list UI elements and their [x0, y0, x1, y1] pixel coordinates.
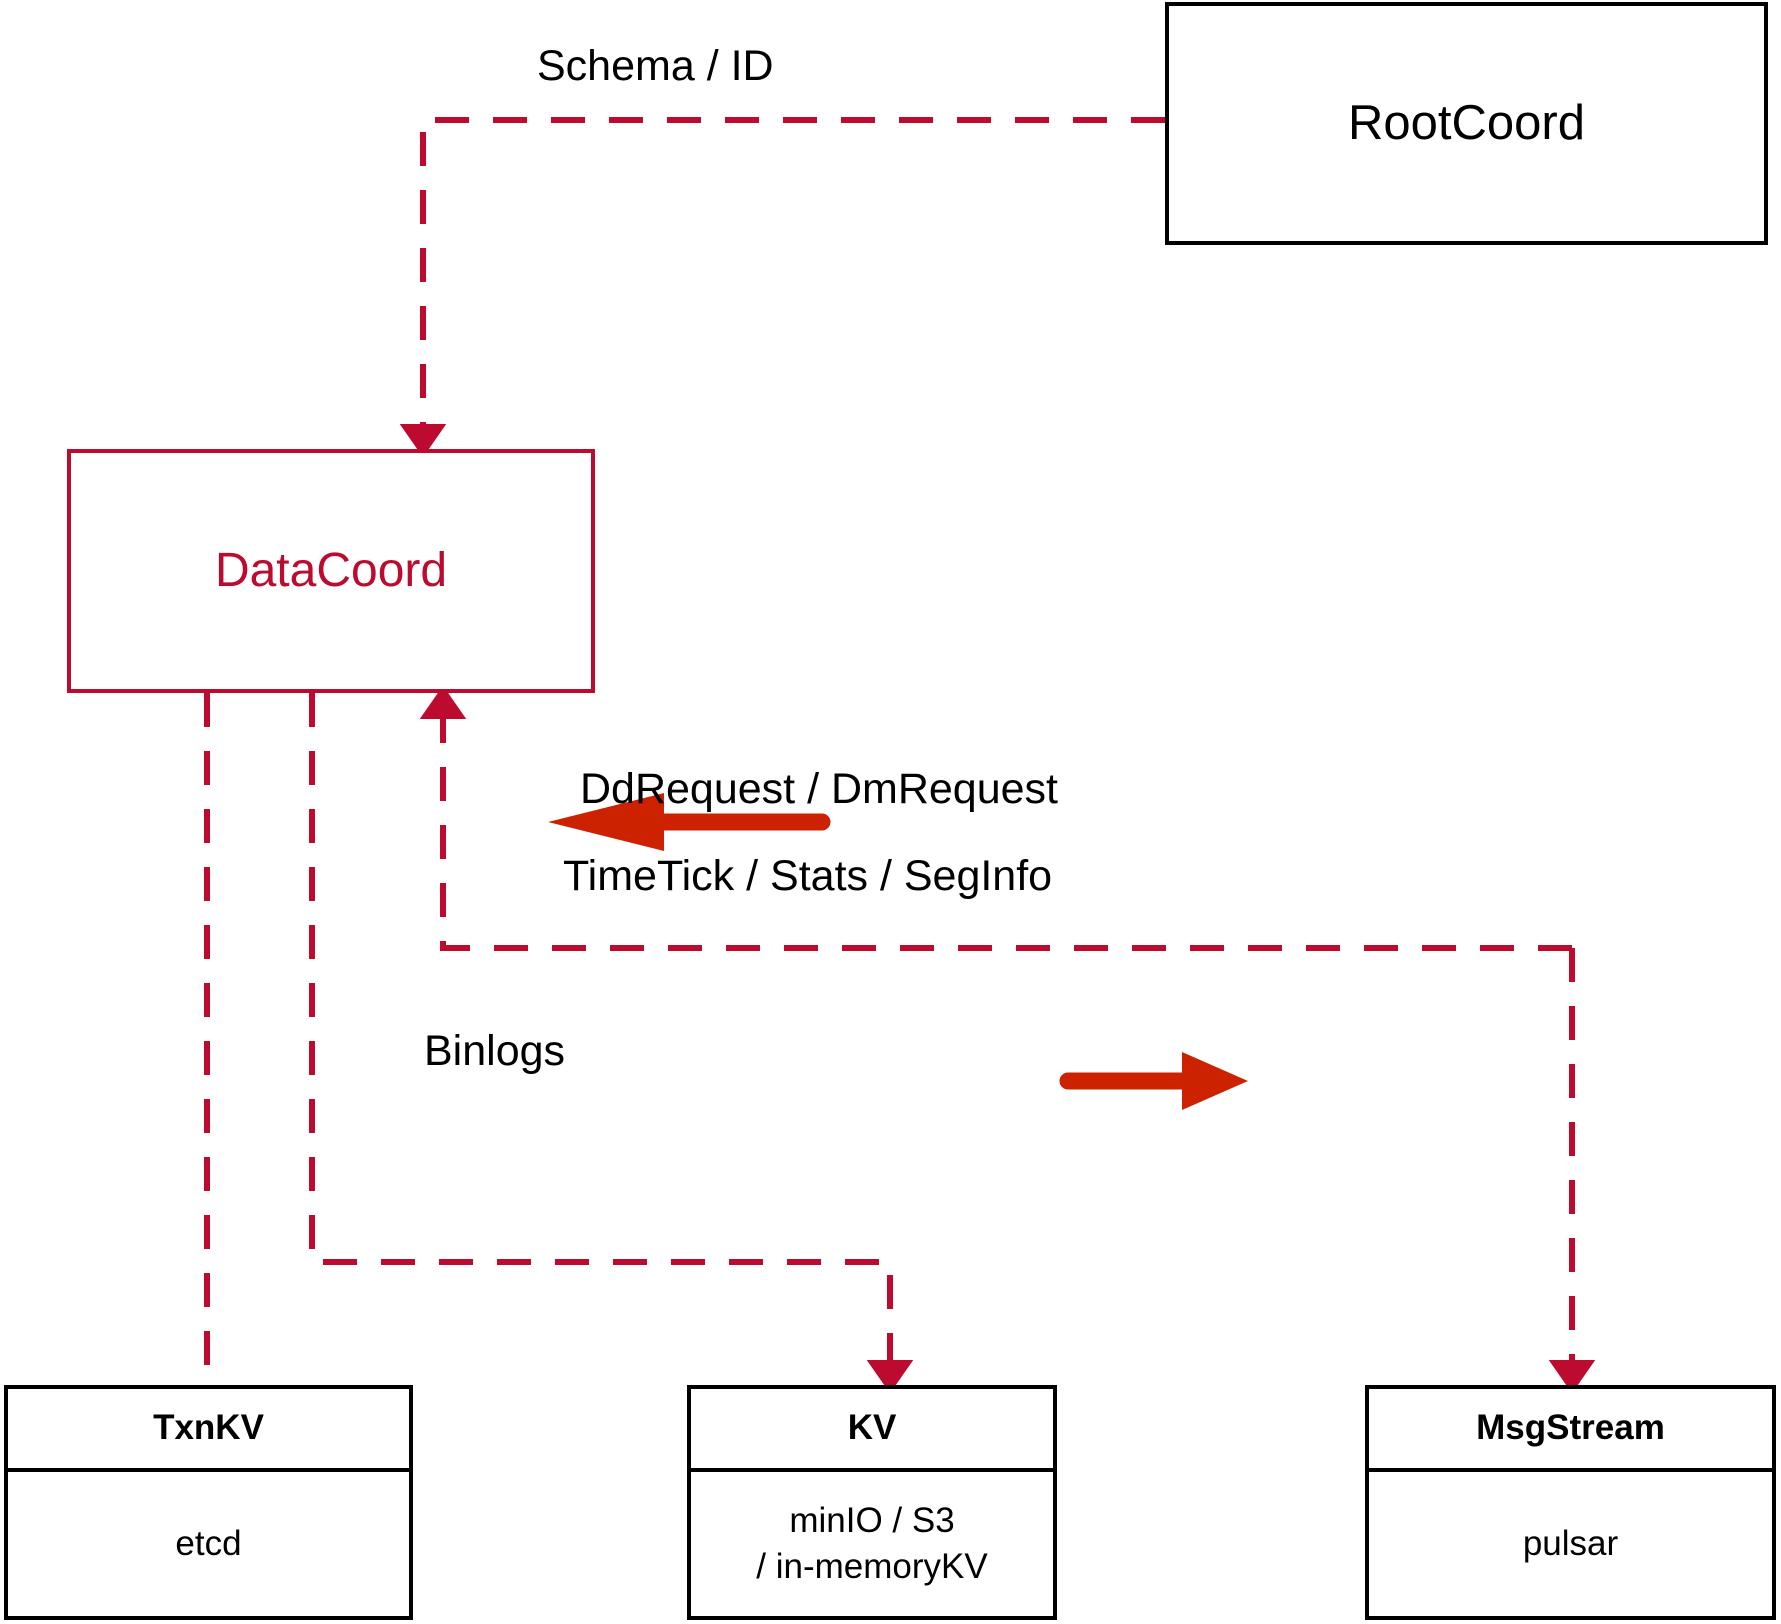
- right-arrow-marker: [1059, 1052, 1248, 1110]
- edge-label-schema-id: Schema / ID: [537, 42, 774, 90]
- txnkv-title: TxnKV: [8, 1389, 409, 1472]
- txnkv-body-line: etcd: [175, 1523, 242, 1563]
- edge-label-ddrequest-dmrequest: DdRequest / DmRequest: [580, 765, 1058, 813]
- data-coord-label: DataCoord: [214, 544, 448, 598]
- edge-label-timetick-stats-seginfo: TimeTick / Stats / SegInfo: [563, 852, 1053, 900]
- txnkv-body: etcd: [8, 1472, 409, 1616]
- node-txnkv[interactable]: TxnKV etcd: [4, 1385, 413, 1620]
- edge-schema-id: [399, 117, 1165, 458]
- edge-ddrequest-dmrequest: [419, 685, 1572, 951]
- kv-body: minIO / S3 / in-memoryKV: [691, 1472, 1053, 1616]
- kv-body-line: minIO / S3: [789, 1500, 955, 1540]
- kv-body-line: / in-memoryKV: [756, 1547, 988, 1586]
- node-data-coord[interactable]: DataCoord: [67, 449, 595, 693]
- node-kv[interactable]: KV minIO / S3 / in-memoryKV: [687, 1385, 1057, 1620]
- msgstream-body-line: pulsar: [1522, 1523, 1619, 1563]
- node-msgstream[interactable]: MsgStream pulsar: [1365, 1385, 1776, 1620]
- edge-label-binlogs: Binlogs: [424, 1027, 566, 1075]
- root-coord-label: RootCoord: [1348, 96, 1585, 151]
- msgstream-body: pulsar: [1369, 1472, 1772, 1616]
- kv-title: KV: [691, 1389, 1053, 1472]
- msgstream-title: MsgStream: [1369, 1389, 1772, 1472]
- node-root-coord[interactable]: RootCoord: [1165, 2, 1768, 245]
